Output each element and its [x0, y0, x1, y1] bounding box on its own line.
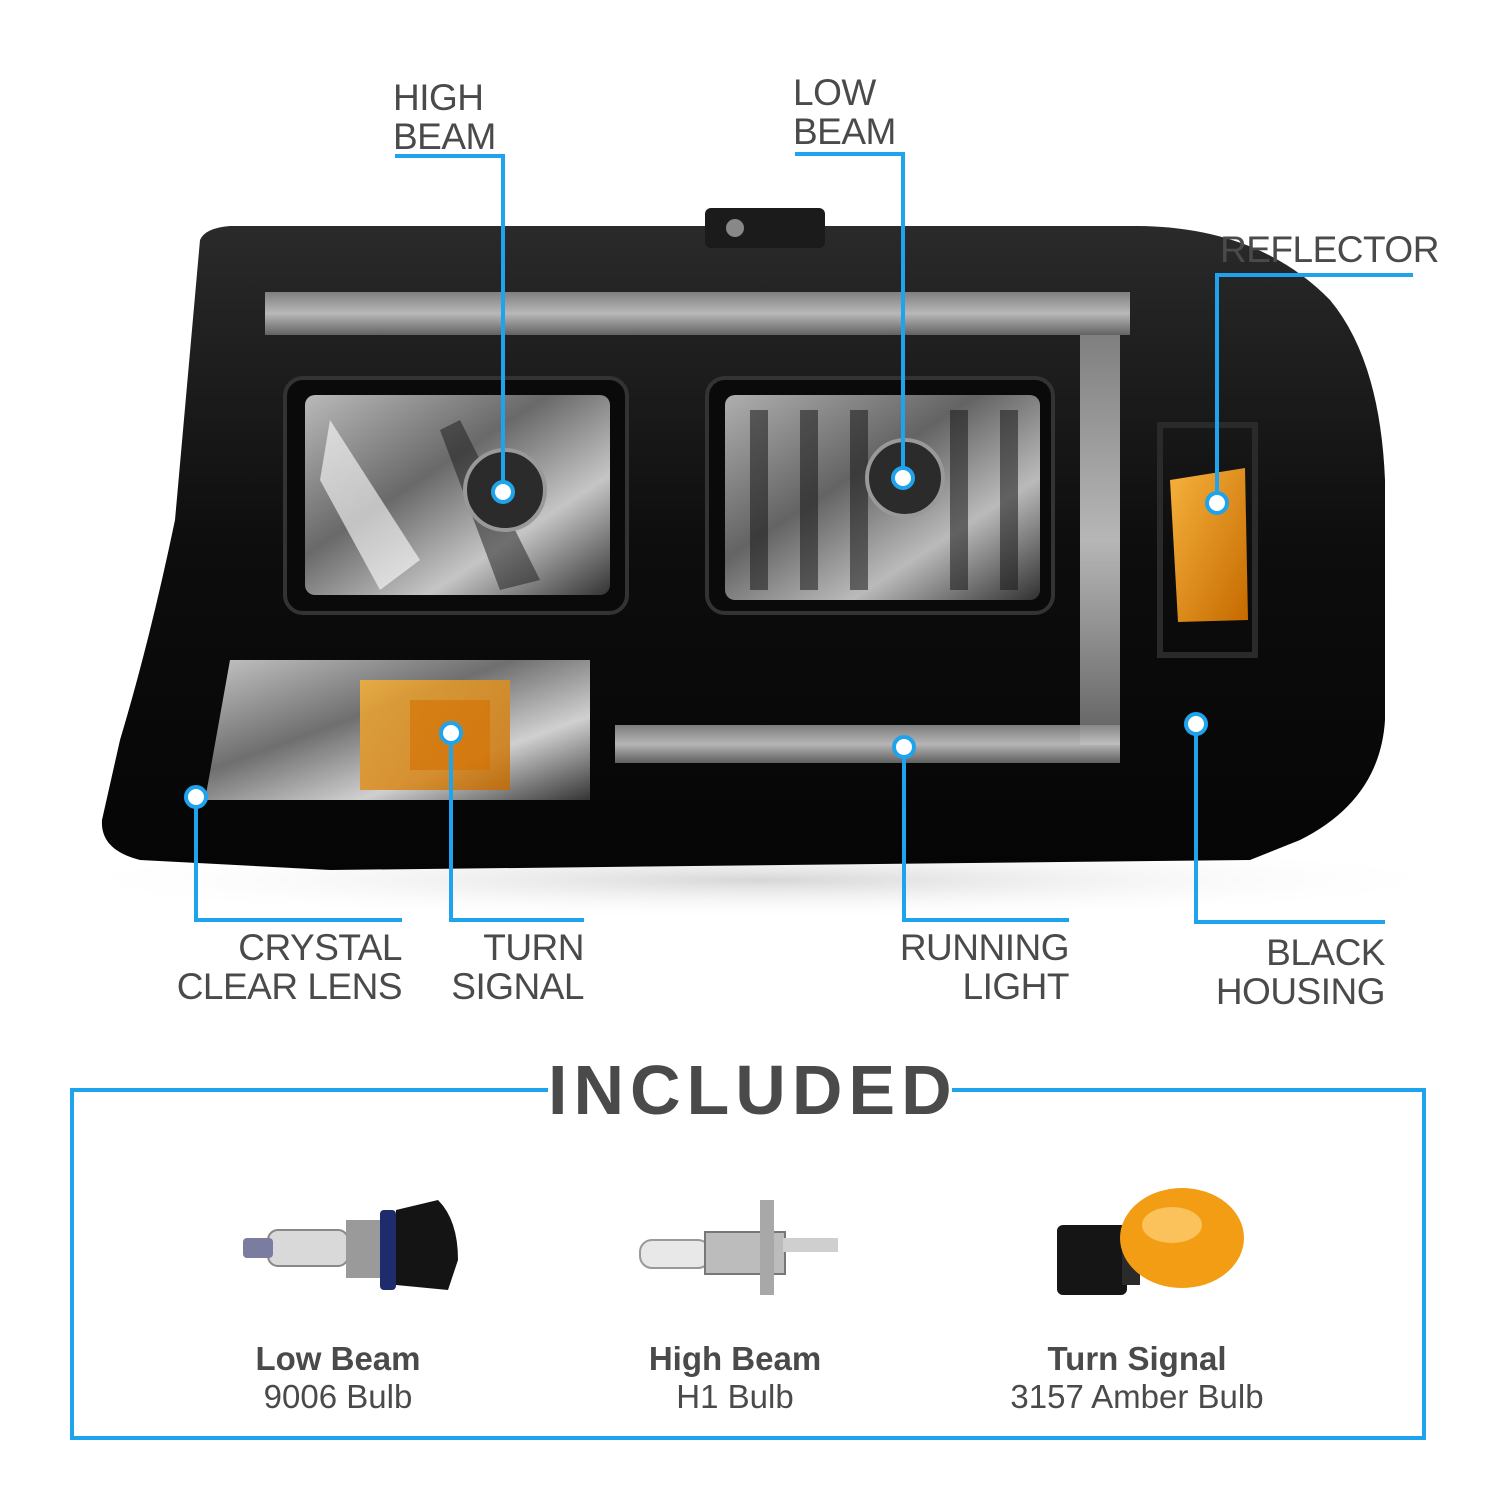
included-title: INCLUDED	[548, 1050, 958, 1130]
low-beam-leader-h	[795, 152, 905, 156]
high-beam-leader-h	[395, 154, 505, 158]
crystal-lens-leader-h	[194, 918, 402, 922]
included-item-name: Low Beam	[255, 1340, 421, 1377]
9006-bulb-icon	[158, 1180, 518, 1320]
crystal-lens-dot	[184, 785, 208, 809]
reflector-dot	[1205, 491, 1229, 515]
included-item-desc: 9006 Bulb	[263, 1378, 413, 1415]
turn-signal-dot	[439, 721, 463, 745]
included-item-name: High Beam	[648, 1340, 822, 1377]
high-beam-dot	[491, 480, 515, 504]
included-item-name: Turn Signal	[1047, 1340, 1227, 1377]
black-housing-leader-h	[1194, 920, 1385, 924]
included-item-low-beam: Low Beam 9006 Bulb	[158, 1180, 518, 1416]
reflector-leader-v	[1215, 273, 1219, 503]
reflector-label: REFLECTOR	[1220, 229, 1439, 270]
included-item-desc: H1 Bulb	[676, 1378, 794, 1415]
black-housing-leader-v	[1194, 724, 1198, 924]
black-housing-dot	[1184, 712, 1208, 736]
high-beam-leader-v	[501, 154, 505, 492]
low-beam-dot	[891, 466, 915, 490]
crystal-lens-leader-v	[194, 797, 198, 922]
included-item-high-beam: High Beam H1 Bulb	[555, 1180, 915, 1416]
running-light-dot	[892, 735, 916, 759]
h1-bulb-icon	[555, 1180, 915, 1320]
included-item-turn-signal: Turn Signal 3157 Amber Bulb	[957, 1180, 1317, 1416]
included-item-desc: 3157 Amber Bulb	[1010, 1378, 1264, 1415]
running-light-leader-v	[902, 747, 906, 922]
3157-amber-bulb-icon	[957, 1180, 1317, 1320]
headlight-image	[40, 208, 1480, 920]
turn-signal-leader-v	[449, 733, 453, 922]
low-beam-leader-v	[901, 152, 905, 478]
turn-signal-leader-h	[449, 918, 584, 922]
running-light-leader-h	[902, 918, 1069, 922]
reflector-leader-h	[1215, 273, 1413, 277]
